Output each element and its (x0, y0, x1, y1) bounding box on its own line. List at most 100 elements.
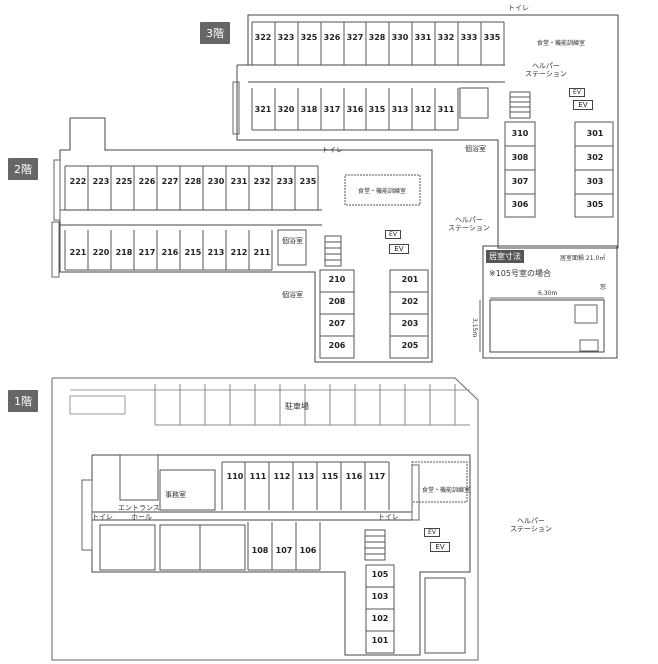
floor-3-tag: 3階 (200, 22, 230, 44)
floor-1-office: 事務室 (165, 491, 186, 499)
room-232: 232 (253, 177, 271, 186)
room-225: 225 (115, 177, 133, 186)
room-218: 218 (115, 248, 133, 257)
room-230: 230 (207, 177, 225, 186)
room-112: 112 (273, 472, 291, 481)
room-size-area: 居室面積 21.0㎡ (560, 255, 606, 262)
room-111: 111 (249, 472, 267, 481)
floor-1-elevator: EV (430, 542, 450, 552)
room-318: 318 (300, 105, 318, 114)
room-228: 228 (184, 177, 202, 186)
floor-2-toilet-label: トイレ (322, 146, 343, 154)
room-211: 211 (253, 248, 271, 257)
room-317: 317 (323, 105, 341, 114)
room-231: 231 (230, 177, 248, 186)
room-306: 306 (511, 200, 529, 209)
floor-1-tag: 1階 (8, 390, 38, 412)
room-305: 305 (586, 200, 604, 209)
room-205: 205 (401, 341, 419, 350)
room-316: 316 (346, 105, 364, 114)
room-322: 322 (254, 33, 272, 42)
room-size-title: 居室寸法 (486, 250, 524, 263)
room-323: 323 (277, 33, 295, 42)
room-335: 335 (483, 33, 501, 42)
room-202: 202 (401, 297, 419, 306)
room-115: 115 (321, 472, 339, 481)
room-size-depth: 3,15m (471, 318, 478, 338)
room-215: 215 (184, 248, 202, 257)
room-105: 105 (371, 570, 389, 579)
room-116: 116 (345, 472, 363, 481)
floor-1-toilet-right: トイレ (378, 513, 399, 521)
room-size-note: ※105号室の場合 (489, 269, 551, 278)
room-222: 222 (69, 177, 87, 186)
room-333: 333 (460, 33, 478, 42)
floor-2-tag: 2階 (8, 158, 38, 180)
room-307: 307 (511, 177, 529, 186)
floor-1-entrance-hall: ホール (131, 513, 152, 521)
room-113: 113 (297, 472, 315, 481)
room-size-width: 6,30m (538, 290, 558, 297)
room-203: 203 (401, 319, 419, 328)
floor-3-toilet-label: トイレ (508, 4, 529, 12)
room-327: 327 (346, 33, 364, 42)
room-312: 312 (414, 105, 432, 114)
room-325: 325 (300, 33, 318, 42)
room-301: 301 (586, 129, 604, 138)
room-101: 101 (371, 636, 389, 645)
floor-1-parking: 駐車場 (285, 402, 309, 411)
room-303: 303 (586, 177, 604, 186)
room-235: 235 (299, 177, 317, 186)
floor-3-elevator-2: EV (569, 88, 585, 97)
room-328: 328 (368, 33, 386, 42)
floor-1-elevator-2: EV (424, 528, 440, 537)
room-311: 311 (437, 105, 455, 114)
room-108: 108 (251, 546, 269, 555)
floor-2-dining: 食堂・機能訓練室 (358, 188, 407, 195)
room-226: 226 (138, 177, 156, 186)
floor-3-elevator: EV (573, 100, 593, 110)
room-103: 103 (371, 592, 389, 601)
room-321: 321 (254, 105, 272, 114)
room-315: 315 (368, 105, 386, 114)
room-331: 331 (414, 33, 432, 42)
room-107: 107 (275, 546, 293, 555)
room-310: 310 (511, 129, 529, 138)
room-326: 326 (323, 33, 341, 42)
room-221: 221 (69, 248, 87, 257)
floor-2-bath: 個浴室 (282, 237, 303, 245)
floor-3-dining: 食堂・機能訓練室 (537, 40, 586, 47)
room-320: 320 (277, 105, 295, 114)
room-313: 313 (391, 105, 409, 114)
room-size-window: 窓 (600, 284, 607, 291)
room-206: 206 (328, 341, 346, 350)
floor-2-helper-station: ヘルパー ステーション (448, 216, 490, 232)
room-212: 212 (230, 248, 248, 257)
room-332: 332 (437, 33, 455, 42)
floor-1-helper-station: ヘルパー ステーション (510, 517, 552, 533)
room-106: 106 (299, 546, 317, 555)
room-210: 210 (328, 275, 346, 284)
floor-1-dining: 食堂・機能訓練室 (422, 487, 471, 494)
room-117: 117 (368, 472, 386, 481)
room-330: 330 (391, 33, 409, 42)
room-302: 302 (586, 153, 604, 162)
room-223: 223 (92, 177, 110, 186)
floor-2-bath-2: 個浴室 (282, 291, 303, 299)
room-227: 227 (161, 177, 179, 186)
floor-2-elevator-2: EV (385, 230, 401, 239)
floor-1-entrance: エントランス (118, 504, 160, 512)
floor-2-elevator: EV (389, 244, 409, 254)
room-213: 213 (207, 248, 225, 257)
floor-3-bath: 個浴室 (465, 145, 486, 153)
room-233: 233 (276, 177, 294, 186)
room-102: 102 (371, 614, 389, 623)
room-110: 110 (226, 472, 244, 481)
room-220: 220 (92, 248, 110, 257)
room-308: 308 (511, 153, 529, 162)
room-207: 207 (328, 319, 346, 328)
floor-1-toilet-left: トイレ (92, 513, 113, 521)
room-217: 217 (138, 248, 156, 257)
floor-3-helper-station: ヘルパー ステーション (525, 62, 567, 78)
